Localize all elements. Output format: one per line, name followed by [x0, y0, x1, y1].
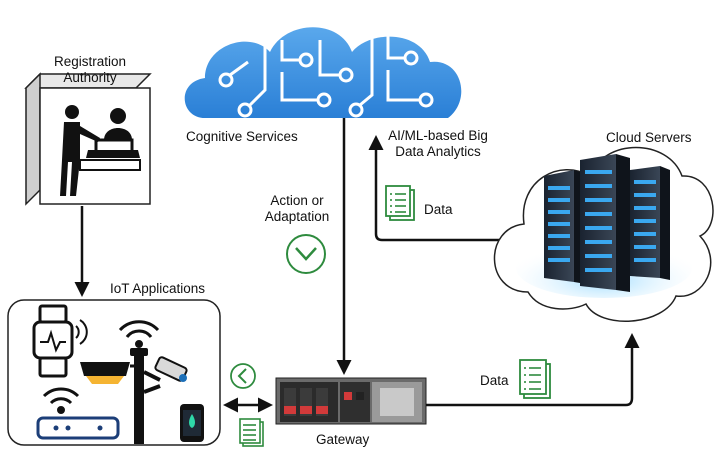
document-icon	[385, 185, 415, 221]
gateway-to-servers-arrow	[426, 333, 640, 407]
chevron-left-circle-icon	[230, 363, 256, 389]
analytics-label-line2: Data Analytics	[395, 144, 481, 159]
analytics-label-line1: AI/ML-based Big	[388, 128, 488, 143]
smartphone-icon	[180, 404, 204, 442]
registration-authority-label: Registration Authority	[40, 54, 140, 86]
security-camera-icon	[143, 356, 188, 394]
data-label-upper: Data	[424, 202, 453, 217]
action-label-line1: Action or	[270, 193, 324, 208]
servers-to-analytics-arrow	[368, 135, 512, 242]
action-label-line2: Adaptation	[264, 209, 330, 224]
server-rack-icon	[544, 154, 670, 292]
streetlight-icon	[80, 348, 148, 444]
data-label-lower: Data	[480, 373, 509, 388]
wifi-icon	[42, 387, 80, 414]
cloud-circuit-icon	[184, 20, 462, 118]
registration-desk-icon	[24, 72, 152, 206]
document-icon	[239, 418, 264, 447]
wifi-icon	[118, 320, 160, 348]
cognitive-services-label: Cognitive Services	[186, 129, 298, 144]
document-icon	[519, 359, 551, 399]
registration-label-line1: Registration	[53, 54, 127, 69]
registration-label-line2: Authority	[63, 70, 117, 85]
gateway-device-icon	[275, 377, 427, 425]
smartwatch-icon	[32, 304, 88, 378]
iot-applications-label: IoT Applications	[110, 281, 206, 296]
router-icon	[36, 416, 120, 440]
action-adaptation-label: Action or Adaptation	[256, 193, 338, 225]
analytics-label: AI/ML-based Big Data Analytics	[380, 128, 496, 160]
chevron-down-circle-icon	[286, 234, 326, 274]
gateway-label: Gateway	[316, 432, 370, 447]
cloud-servers-label: Cloud Servers	[606, 130, 692, 145]
